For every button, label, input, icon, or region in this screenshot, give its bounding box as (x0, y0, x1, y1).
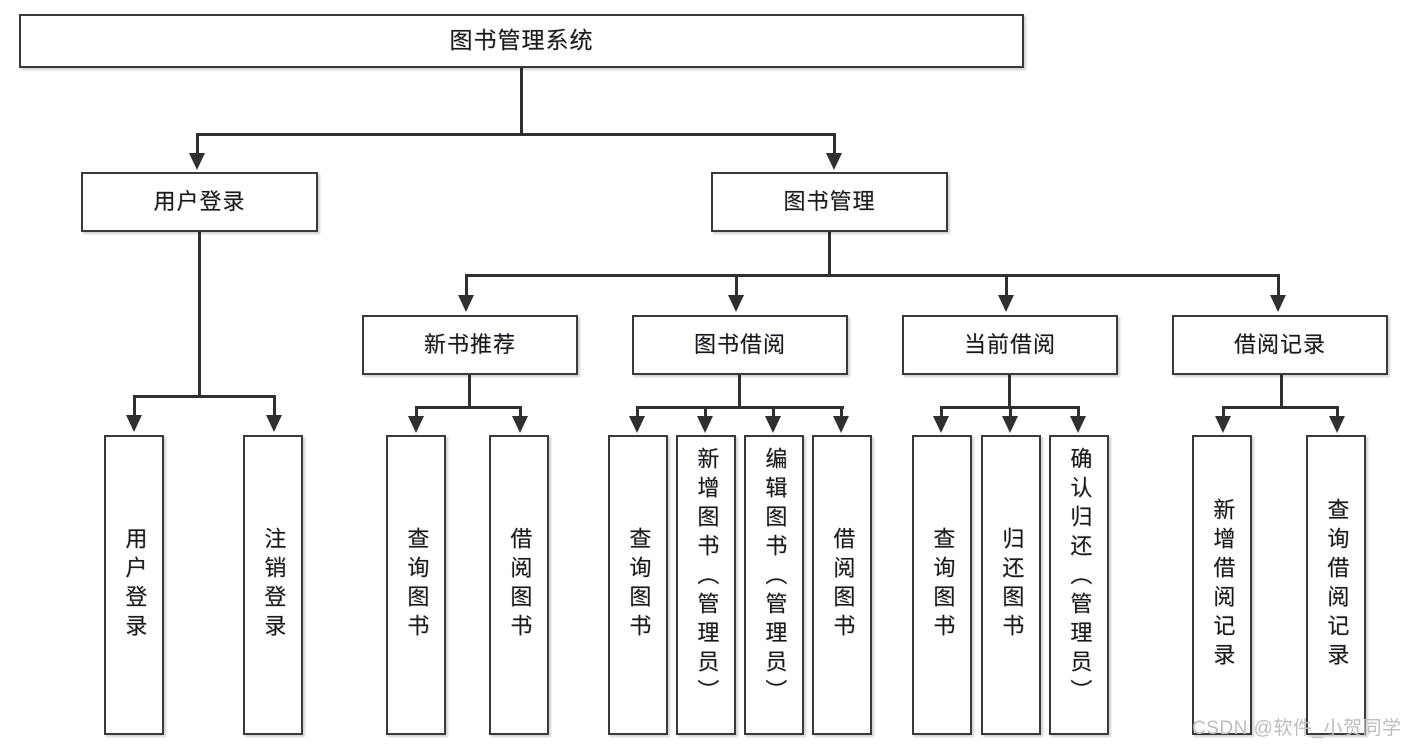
node-borrow-record[interactable]: 借阅记录 (1172, 315, 1388, 375)
node-current-borrow[interactable]: 当前借阅 (902, 315, 1118, 375)
arrow-book-borrow-leaf2 (697, 416, 713, 433)
connector-book-borrow-leaf1-drop (636, 406, 639, 418)
connector-root-to-user-login-drop (196, 133, 199, 156)
arrow-bm-to-borrow-record (1270, 295, 1286, 312)
leaf-confirm-return-admin[interactable]: 确认归还（管理员） (1049, 435, 1109, 735)
arrow-borrow-record-leaf1 (1215, 416, 1231, 433)
connector-bm-to-book-borrow-drop (735, 274, 738, 297)
arrow-bm-to-book-borrow (728, 295, 744, 312)
arrow-new-book-leaf1 (408, 416, 424, 433)
arrow-user-login-leaf2 (266, 415, 282, 432)
connector-user-login-bus (133, 395, 276, 398)
node-root-book-management-system[interactable]: 图书管理系统 (19, 14, 1024, 68)
node-new-book-recommend[interactable]: 新书推荐 (362, 315, 578, 375)
leaf-logout-login[interactable]: 注销登录 (243, 435, 303, 735)
connector-borrow-record-bus (1222, 406, 1339, 409)
node-label: 图书管理 (783, 188, 876, 214)
node-label: 借阅记录 (1233, 331, 1326, 357)
node-book-management[interactable]: 图书管理 (711, 172, 948, 232)
arrow-book-borrow-leaf1 (629, 416, 645, 433)
arrow-book-borrow-leaf4 (833, 416, 849, 433)
connector-current-borrow-leaf2-drop (1009, 406, 1012, 418)
leaf-query-borrow-record[interactable]: 查询借阅记录 (1306, 435, 1366, 735)
connector-borrow-record-leaf2-drop (1336, 406, 1339, 418)
arrow-user-login-leaf1 (126, 415, 142, 432)
connector-book-management-bus (465, 274, 1277, 277)
csdn-watermark: CSDN @软件_小贺同学 (1192, 718, 1402, 739)
node-label: 查询图书 (930, 527, 956, 643)
node-label: 编辑图书（管理员） (762, 447, 788, 708)
node-label: 图书管理系统 (449, 27, 594, 54)
leaf-user-login[interactable]: 用户登录 (104, 435, 164, 735)
leaf-edit-book-admin[interactable]: 编辑图书（管理员） (744, 435, 804, 735)
arrow-current-borrow-leaf1 (933, 416, 949, 433)
connector-root-to-book-management-drop (833, 133, 836, 156)
connector-current-borrow-leaf1-drop (940, 406, 943, 418)
connector-current-borrow-stem (1008, 375, 1011, 408)
connector-borrow-record-stem (1280, 375, 1283, 408)
arrow-current-borrow-leaf2 (1002, 416, 1018, 433)
leaf-query-book-book-borrow[interactable]: 查询图书 (608, 435, 668, 735)
connector-root-bus (196, 133, 836, 136)
node-label: 查询借阅记录 (1324, 498, 1350, 672)
node-book-borrow[interactable]: 图书借阅 (632, 315, 848, 375)
connector-book-borrow-bus (636, 406, 844, 409)
connector-root-stem (520, 67, 523, 135)
arrow-new-book-leaf2 (512, 416, 528, 433)
node-label: 借阅图书 (830, 527, 856, 643)
leaf-add-book-admin[interactable]: 新增图书（管理员） (676, 435, 736, 735)
connector-book-borrow-leaf4-drop (840, 406, 843, 418)
arrow-book-borrow-leaf3 (765, 416, 781, 433)
arrow-borrow-record-leaf2 (1329, 416, 1345, 433)
connector-user-login-leaf2-drop (273, 395, 276, 417)
connector-new-book-bus (415, 406, 522, 409)
node-label: 新书推荐 (423, 331, 516, 357)
connector-book-management-stem (828, 232, 831, 277)
leaf-query-book-current-borrow[interactable]: 查询图书 (912, 435, 972, 735)
arrow-root-to-user-login (189, 153, 205, 170)
connector-user-login-stem (198, 232, 201, 397)
node-label: 注销登录 (261, 527, 287, 643)
connector-book-borrow-leaf3-drop (772, 406, 775, 418)
node-label: 新增图书（管理员） (694, 447, 720, 708)
connector-current-borrow-leaf3-drop (1077, 406, 1080, 418)
node-label: 新增借阅记录 (1210, 498, 1236, 672)
node-label: 借阅图书 (507, 527, 533, 643)
arrow-bm-to-new-book-recommend (458, 295, 474, 312)
connector-new-book-stem (468, 375, 471, 408)
arrow-bm-to-current-borrow (998, 295, 1014, 312)
connector-borrow-record-leaf1-drop (1222, 406, 1225, 418)
arrow-current-borrow-leaf3 (1070, 416, 1086, 433)
node-label: 查询图书 (626, 527, 652, 643)
leaf-borrow-book-new-book-recommend[interactable]: 借阅图书 (489, 435, 549, 735)
arrow-root-to-book-management (826, 153, 842, 170)
node-label: 用户登录 (122, 527, 148, 643)
connector-bm-to-new-book-drop (465, 274, 468, 297)
connector-new-book-leaf1-drop (415, 406, 418, 418)
node-label: 用户登录 (153, 188, 246, 214)
node-label: 当前借阅 (963, 331, 1056, 357)
connector-book-borrow-stem (738, 375, 741, 408)
leaf-add-borrow-record[interactable]: 新增借阅记录 (1192, 435, 1252, 735)
leaf-borrow-book-book-borrow[interactable]: 借阅图书 (812, 435, 872, 735)
node-label: 图书借阅 (693, 331, 786, 357)
connector-user-login-leaf1-drop (133, 395, 136, 417)
node-label: 查询图书 (404, 527, 430, 643)
connector-new-book-leaf2-drop (519, 406, 522, 418)
node-label: 确认归还（管理员） (1067, 447, 1093, 708)
node-user-login[interactable]: 用户登录 (81, 172, 318, 232)
connector-bm-to-borrow-record-drop (1277, 274, 1280, 297)
leaf-return-book[interactable]: 归还图书 (981, 435, 1041, 735)
leaf-query-book-new-book-recommend[interactable]: 查询图书 (386, 435, 446, 735)
connector-book-borrow-leaf2-drop (704, 406, 707, 418)
connector-bm-to-current-borrow-drop (1005, 274, 1008, 297)
node-label: 归还图书 (999, 527, 1025, 643)
